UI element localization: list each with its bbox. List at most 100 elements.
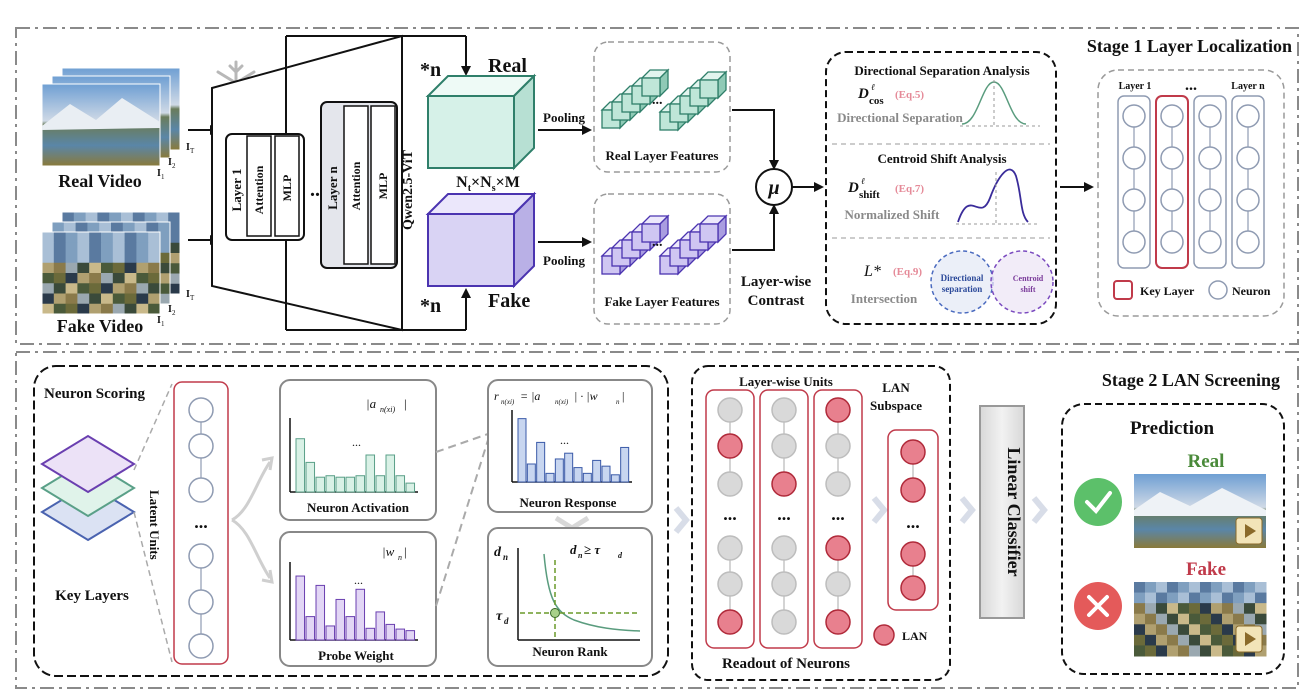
- pixel-cell: [1211, 645, 1223, 657]
- neuron: [1236, 104, 1260, 128]
- pixel-cell: [65, 293, 78, 305]
- pixel-cell: [158, 273, 171, 284]
- cube-front: [699, 79, 719, 99]
- pixel-cell: [148, 252, 161, 264]
- pixel-cell: [1211, 613, 1223, 625]
- pixel-cell: [112, 273, 126, 284]
- pred-fake-label: Fake: [1186, 559, 1226, 580]
- pixel-cell: [168, 273, 181, 285]
- layer-columns-panel: [1097, 69, 1285, 317]
- layern-block: Layer n Attention MLP: [320, 101, 398, 269]
- lan-legend: LAN: [902, 629, 928, 643]
- pixel-cell: [122, 222, 136, 233]
- probe-chart: ...: [289, 562, 418, 641]
- lan-neuron: [900, 439, 926, 465]
- svg-text:1: 1: [161, 320, 165, 328]
- pixel-cell: [124, 273, 137, 284]
- cube-front: [699, 223, 719, 243]
- pooling-real: Pooling: [543, 110, 585, 125]
- bar: [375, 611, 386, 641]
- pixel-cell: [132, 212, 146, 223]
- pixel-cell: [1233, 603, 1245, 615]
- pixel-cell: [1255, 603, 1267, 615]
- readout-neuron: [717, 571, 743, 597]
- bar: [395, 475, 406, 493]
- bar: [345, 616, 356, 641]
- pixel-cell: [1222, 582, 1234, 594]
- svg-text:MLP: MLP: [376, 173, 390, 200]
- pixel-cell: [168, 212, 181, 223]
- svg-text:n(xi): n(xi): [380, 405, 395, 414]
- pixel-cell: [65, 232, 78, 243]
- pixel-cell: [109, 212, 122, 223]
- svg-text:D: D: [857, 86, 869, 102]
- pixel-cell: [1222, 603, 1234, 615]
- neuron: [1122, 104, 1146, 128]
- bar: [526, 463, 536, 483]
- fake-frame-index: I 1 I 2 I T: [157, 289, 195, 328]
- neuron: [1160, 146, 1184, 170]
- pixel-cell: [136, 252, 149, 264]
- bar: [610, 474, 620, 483]
- svg-text:I: I: [157, 168, 161, 179]
- pixel-cell: [1200, 624, 1212, 636]
- backbone-label: Qwen2.5-ViT: [401, 149, 416, 230]
- svg-text:d: d: [504, 616, 509, 626]
- pixel-cell: [42, 232, 55, 243]
- neuron: [1122, 230, 1146, 254]
- bar: [395, 628, 406, 641]
- lan-neuron: [717, 433, 743, 459]
- pixel-cell: [1156, 603, 1168, 615]
- pixel-cell: [124, 262, 137, 274]
- pixel-cell: [1200, 582, 1212, 594]
- pixel-cell: [136, 273, 149, 284]
- pixel-cell: [1167, 645, 1179, 657]
- pixel-cell: [158, 232, 171, 243]
- pixel-cell: [42, 293, 55, 305]
- layerwise-units-label: Layer-wise Units: [739, 374, 833, 389]
- pixel-cell: [136, 232, 149, 243]
- real-feature-cube: [425, 73, 537, 171]
- pixel-cell: [89, 262, 102, 274]
- pixel-cell: [1134, 613, 1146, 625]
- svg-text:T: T: [190, 147, 195, 155]
- rank-curve: [543, 553, 641, 632]
- pixel-cell: [53, 242, 67, 253]
- pixel-cell: [124, 252, 137, 264]
- pixel-cell: [1233, 613, 1245, 625]
- cube-front: [641, 77, 661, 97]
- key-layer-legend: Key Layer: [1140, 284, 1195, 298]
- pixel-cell: [146, 222, 159, 233]
- latent-units-column: [173, 381, 229, 665]
- pixel-cell: [1200, 645, 1212, 657]
- svg-text:cos: cos: [869, 95, 884, 107]
- lan-neuron: [771, 471, 797, 497]
- pixel-cell: [134, 222, 147, 233]
- bar: [375, 475, 386, 493]
- svg-text:I: I: [157, 315, 161, 326]
- svg-text:d: d: [618, 551, 623, 560]
- dsa-title: Directional Separation Analysis: [854, 63, 1029, 78]
- layer1-block: Layer 1 Attention MLP: [225, 133, 305, 241]
- neuron-legend-icon: [1208, 280, 1228, 300]
- pixel-cell: [1178, 645, 1190, 657]
- pixel-cell: [89, 303, 102, 315]
- stage2-frame: [15, 351, 1299, 689]
- pixel-cell: [148, 303, 161, 315]
- linear-classifier-box: [979, 405, 1025, 619]
- pixel-cell: [65, 273, 78, 284]
- svg-text:Layer 1: Layer 1: [229, 169, 244, 212]
- pixel-cell: [168, 222, 181, 233]
- pixel-cell: [1156, 582, 1168, 594]
- pixel-cell: [148, 283, 161, 294]
- svg-text:n: n: [503, 552, 508, 562]
- lan-subspace-1: LAN: [882, 380, 910, 395]
- neuron-response-label: Neuron Response: [520, 495, 617, 510]
- pixel-cell: [168, 263, 181, 274]
- pixel-cell: [1178, 592, 1190, 604]
- venn-dir-text-2: separation: [942, 284, 983, 294]
- pred-fake-play-icon: [1235, 625, 1263, 653]
- bar: [573, 467, 583, 483]
- pixel-cell: [1167, 603, 1179, 615]
- bar: [335, 598, 346, 641]
